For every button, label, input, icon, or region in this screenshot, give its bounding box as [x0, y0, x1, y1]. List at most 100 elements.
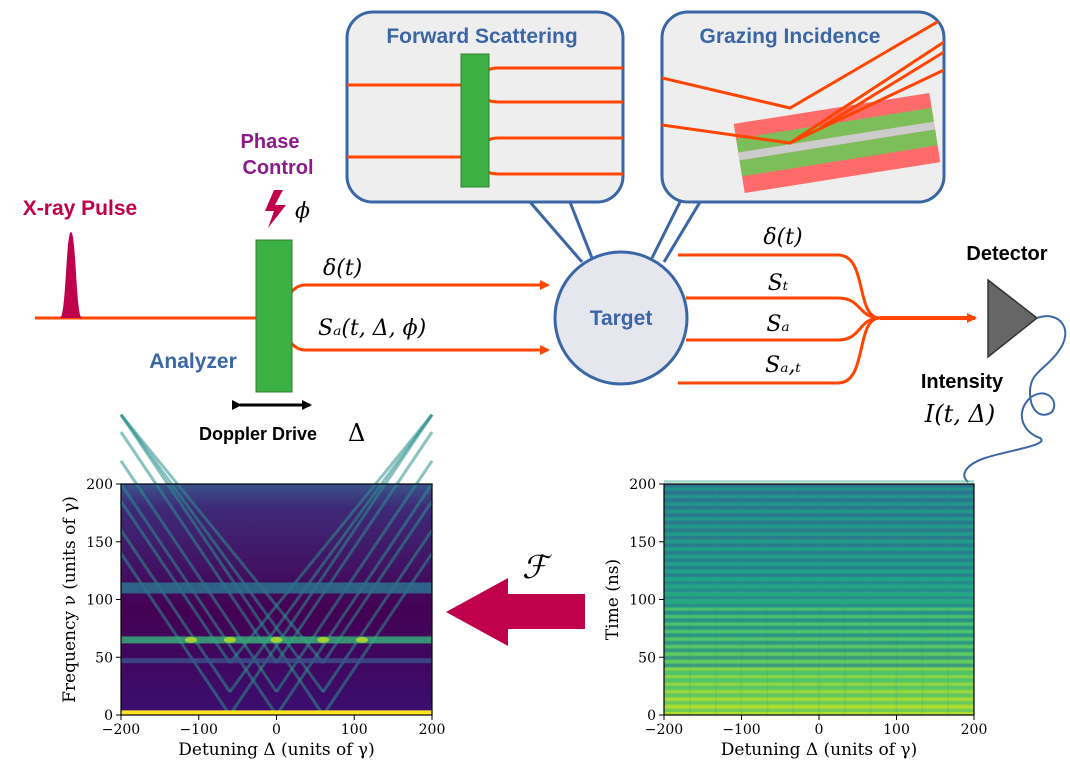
x-tick-label: 200	[419, 722, 446, 738]
xray-pulse-shape	[60, 232, 82, 318]
doppler-drive-label: Doppler Drive	[199, 424, 317, 444]
detector-label: Detector	[966, 243, 1047, 265]
intensity-formula: I(t, Δ)	[924, 400, 995, 428]
fourier-symbol: ℱ	[522, 548, 553, 586]
detector-cable	[963, 315, 1067, 483]
spectral-line	[119, 552, 232, 716]
time-stripe-bright	[664, 510, 974, 513]
time-stripe-bright	[664, 547, 974, 551]
spectral-line	[119, 431, 278, 664]
y-axis-label: Time (ns)	[603, 559, 623, 640]
spectral-line	[119, 413, 325, 716]
time-stripe-dark	[664, 551, 974, 555]
target-label: Target	[590, 307, 653, 330]
x-tick-label: −100	[180, 722, 218, 738]
crossing-spot	[317, 636, 330, 643]
time-stripe-dark	[664, 686, 974, 690]
time-stripe-bright	[664, 622, 974, 626]
phase-control-label-2: Control	[242, 157, 313, 179]
time-stripe-dark	[664, 596, 974, 600]
crossing-spot	[223, 636, 236, 643]
time-stripe-dark	[664, 491, 974, 495]
time-stripe-bright	[664, 487, 974, 491]
time-stripe-bright	[664, 675, 974, 678]
x-axis-label: Detuning Δ (units of γ)	[178, 740, 374, 760]
time-stripe-dark	[664, 633, 974, 637]
out-label-sa: Sₐ	[766, 312, 789, 337]
output-beams	[678, 253, 977, 385]
time-stripe-dark	[664, 483, 974, 487]
spectral-line	[321, 552, 434, 716]
time-stripe-bright	[664, 630, 974, 633]
time-stripe-bright	[664, 637, 974, 641]
x-tick-label: −200	[102, 722, 140, 738]
spectral-line	[275, 431, 434, 664]
time-stripe-bright	[664, 607, 974, 611]
frequency-band	[121, 582, 432, 594]
time-stripe-dark	[664, 528, 974, 532]
fourier-arrow	[446, 578, 585, 646]
x-tick-label: −100	[722, 722, 760, 738]
frequency-band	[121, 658, 432, 664]
doppler-delta-symbol: Δ	[348, 419, 365, 447]
x-tick-label: 100	[883, 722, 910, 738]
time-stripe-dark	[664, 498, 974, 502]
x-tick-label: −200	[645, 722, 683, 738]
time-stripe-dark	[664, 618, 974, 622]
y-tick-label: 150	[629, 535, 656, 551]
gi-beams	[662, 16, 944, 145]
time-stripe-bright	[664, 697, 974, 701]
time-stripe-dark	[664, 581, 974, 585]
beam-label-sa: Sₐ(t, Δ, ϕ)	[318, 316, 426, 341]
y-tick-label: 0	[104, 708, 113, 724]
time-stripe-bright	[664, 502, 974, 506]
spectral-line	[228, 413, 434, 664]
analyzer-label: Analyzer	[149, 350, 237, 373]
time-stripe-bright	[664, 652, 974, 656]
time-heatmap	[663, 480, 975, 716]
time-stripe-dark	[664, 693, 974, 697]
time-stripe-dark	[664, 678, 974, 682]
time-stripe-dark	[664, 656, 974, 660]
time-stripe-bright	[664, 600, 974, 603]
time-stripe-dark	[664, 513, 974, 517]
y-tick-label: 100	[86, 593, 113, 609]
time-stripe-bright	[664, 645, 974, 648]
spectral-line	[119, 460, 278, 693]
y-tick-label: 100	[629, 593, 656, 609]
x-tick-label: 200	[961, 722, 988, 738]
time-stripe-bright	[664, 495, 974, 498]
time-stripe-bright	[664, 592, 974, 596]
spectral-line	[119, 500, 232, 664]
out-label-st: Sₜ	[768, 271, 789, 296]
out-label-sat: Sₐ,ₜ	[765, 353, 801, 378]
time-stripe-dark	[664, 648, 974, 652]
time-stripe-dark	[664, 573, 974, 577]
time-stripe-bright	[664, 480, 974, 483]
spectral-line	[275, 483, 434, 716]
spectral-line	[275, 460, 434, 693]
y-tick-label: 200	[629, 477, 656, 493]
y-tick-label: 50	[95, 650, 113, 666]
phi-symbol: ϕ	[295, 199, 310, 224]
x-tick-label: 0	[815, 722, 824, 738]
time-stripe-bright	[664, 540, 974, 543]
time-stripe-dark	[664, 558, 974, 562]
grazing-incidence-panel: Grazing Incidence	[660, 10, 946, 204]
time-stripe-dark	[664, 543, 974, 547]
spectral-line	[228, 413, 434, 716]
time-stripe-dark	[664, 663, 974, 667]
detector-icon	[987, 278, 1039, 359]
lightning-icon	[265, 190, 286, 228]
time-stripe-dark	[664, 566, 974, 570]
time-stripe-dark	[664, 701, 974, 705]
time-stripe-bright	[664, 585, 974, 588]
y-tick-label: 150	[86, 535, 113, 551]
analyzer-sample	[255, 239, 293, 393]
time-stripe-bright	[664, 690, 974, 693]
spectral-line	[321, 500, 434, 664]
time-stripe-bright	[664, 615, 974, 618]
fs-sample	[460, 53, 490, 188]
forward-scattering-panel: Forward Scattering	[345, 10, 625, 204]
time-stripe-bright	[664, 525, 974, 528]
